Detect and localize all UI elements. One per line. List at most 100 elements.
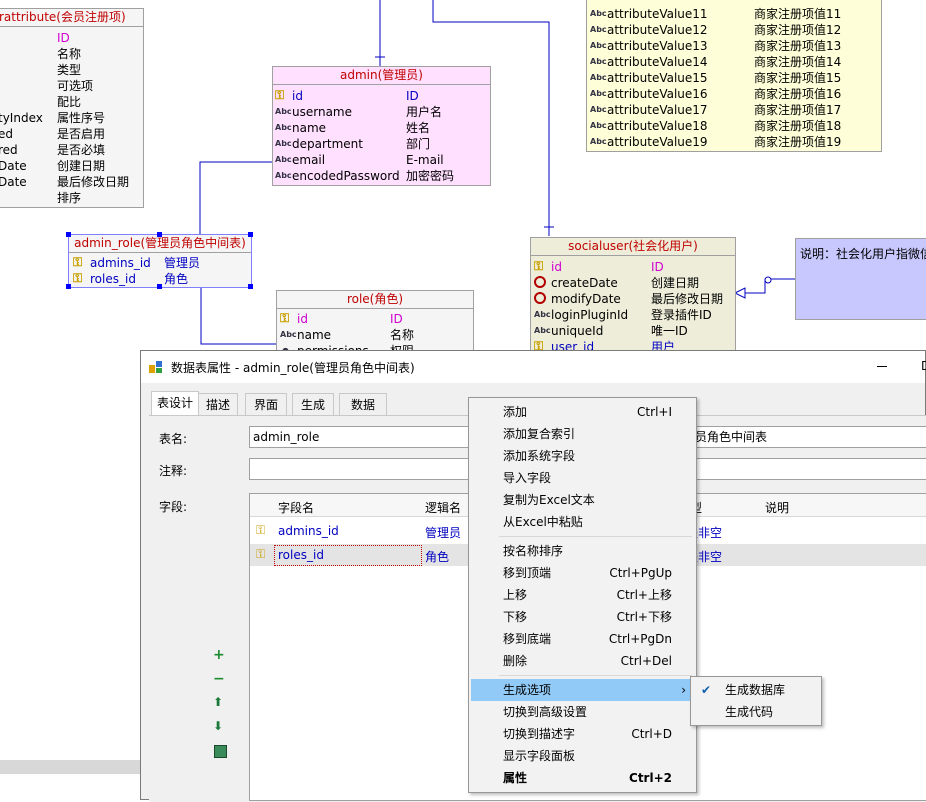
menu-item-generate-options[interactable]: 生成选项› (471, 679, 694, 701)
col-header-description[interactable]: 说明 (765, 501, 790, 515)
selection-handle[interactable] (66, 284, 71, 289)
field-label: E-mail (406, 153, 444, 167)
selection-handle[interactable] (248, 284, 253, 289)
field-label: 是否启用 (57, 127, 106, 141)
submenu-item-generate-database[interactable]: ✔ 生成数据库 (693, 679, 819, 701)
dialog-titlebar[interactable]: 数据表属性 - admin_role(管理员角色中间表) D (141, 351, 926, 383)
menu-item-label: 属性 (503, 771, 528, 785)
menu-item-label: 切换到描述字 (503, 727, 576, 741)
field-label: 商家注册项值19 (754, 135, 842, 149)
field-name: attributeValue12 (607, 23, 708, 37)
primary-key-icon: ⚿ (73, 255, 83, 269)
field-name: department (292, 137, 363, 151)
tab-generate[interactable]: 生成 (292, 393, 334, 416)
note-box[interactable]: 说明：社会化用户指微信 (795, 238, 926, 320)
minimize-button[interactable] (877, 366, 887, 367)
tab-table-design[interactable]: 表设计 (151, 391, 199, 416)
field-name: attributeValue15 (607, 71, 708, 85)
field-name: admins_id (90, 256, 151, 270)
entity-rattribute[interactable]: rattribute(会员注册项) (0, 8, 144, 208)
field-label: 类型 (57, 63, 82, 77)
field-label: 商家注册项值12 (754, 23, 842, 37)
tab-interface[interactable]: 界面 (245, 393, 287, 416)
tab-description[interactable]: 描述 (198, 393, 238, 416)
add-field-button[interactable]: + (213, 647, 225, 663)
menu-item-show-field-panel[interactable]: 显示字段面板 (471, 745, 694, 767)
field-panel-button[interactable] (214, 745, 227, 758)
menu-item-sort-by-name[interactable]: 按名称排序 (471, 540, 694, 562)
primary-key-icon: ⚿ (256, 523, 266, 537)
field-name: email (292, 153, 326, 167)
field-label: ID (390, 312, 403, 326)
row-field-cell[interactable] (274, 545, 422, 566)
field-label: 名称 (57, 47, 82, 61)
text-type-icon: Abc (590, 25, 607, 34)
entity-title: socialuser(社会化用户) (531, 238, 735, 256)
field-label: 是否必填 (57, 143, 106, 157)
menu-item-add-composite-index[interactable]: 添加复合索引 (471, 423, 694, 445)
menu-separator (499, 536, 692, 537)
move-down-button[interactable]: ⬇ (213, 719, 224, 733)
table-name-input[interactable]: admin_role (249, 426, 471, 448)
submenu-item-generate-code[interactable]: 生成代码 (693, 701, 819, 723)
text-type-icon: Abc (275, 123, 292, 132)
selection-handle[interactable] (248, 232, 253, 237)
menu-item-label: 显示字段面板 (503, 749, 576, 763)
remove-field-button[interactable]: − (213, 671, 225, 687)
maximize-button[interactable]: D (921, 359, 926, 373)
text-type-icon: Abc (275, 155, 292, 164)
field-label: 商家注册项值18 (754, 119, 842, 133)
menu-item-copy-excel[interactable]: 复制为Excel文本 (471, 489, 694, 511)
entity-title: role(角色) (277, 291, 473, 309)
menu-item-label: 添加 (503, 405, 528, 419)
menu-item-paste-excel[interactable]: 从Excel中粘贴 (471, 511, 694, 533)
menu-separator (499, 675, 692, 676)
col-header-field-name[interactable]: 字段名 (278, 501, 315, 515)
field-name: attributeValue16 (607, 87, 708, 101)
text-type-icon: Abc (590, 137, 607, 146)
diagram-hscrollbar[interactable] (0, 760, 140, 774)
tab-data[interactable]: 数据 (339, 393, 387, 416)
menu-item-shortcut: Ctrl+2 (629, 771, 672, 785)
menu-item-move-down[interactable]: 下移 Ctrl+下移 (471, 606, 694, 628)
menu-item-label: 生成选项 (503, 683, 552, 697)
field-label: 加密密码 (406, 169, 455, 183)
field-label: 创建日期 (651, 276, 700, 290)
field-name: modifyDate (551, 292, 621, 306)
selection-handle[interactable] (157, 284, 162, 289)
field-label: 用户名 (406, 105, 443, 119)
text-type-icon: Abc (590, 121, 607, 130)
entity-attribute-values[interactable] (586, 0, 882, 152)
menu-item-add-system-fields[interactable]: 添加系统字段 (471, 445, 694, 467)
field-name: name (292, 121, 327, 135)
menu-item-label: 切换到高级设置 (503, 705, 588, 719)
entity-admin-role[interactable]: admin_role(管理员角色中间表) (68, 234, 252, 288)
row-logic-name[interactable]: 管理员 (425, 526, 462, 540)
menu-item-import-fields[interactable]: 导入字段 (471, 467, 694, 489)
menu-item-shortcut: Ctrl+下移 (616, 610, 672, 624)
field-label: 唯一ID (651, 324, 688, 338)
field-name: ed (0, 127, 13, 141)
field-name: attributeValue13 (607, 39, 708, 53)
menu-item-label: 下移 (503, 610, 528, 624)
selection-handle[interactable] (66, 232, 71, 237)
logic-name-input[interactable]: 员角色中间表 (691, 426, 926, 448)
generate-options-submenu[interactable]: ✔ 生成数据库 生成代码 (690, 676, 822, 726)
col-header-logic-name[interactable]: 逻辑名 (425, 501, 462, 515)
selection-handle[interactable] (157, 232, 162, 237)
entity-admin[interactable]: admin(管理员) (272, 66, 491, 186)
row-logic-name[interactable]: 角色 (425, 550, 450, 564)
row-field-name[interactable]: roles_id (278, 548, 324, 562)
row-field-name[interactable]: admins_id (278, 524, 339, 538)
move-up-button[interactable]: ⬆ (213, 695, 224, 709)
menu-item-advanced-settings[interactable]: 切换到高级设置 (471, 701, 694, 723)
menu-item-properties[interactable]: 属性 Ctrl+2 (471, 767, 694, 789)
menu-item-label: 上移 (503, 588, 528, 602)
